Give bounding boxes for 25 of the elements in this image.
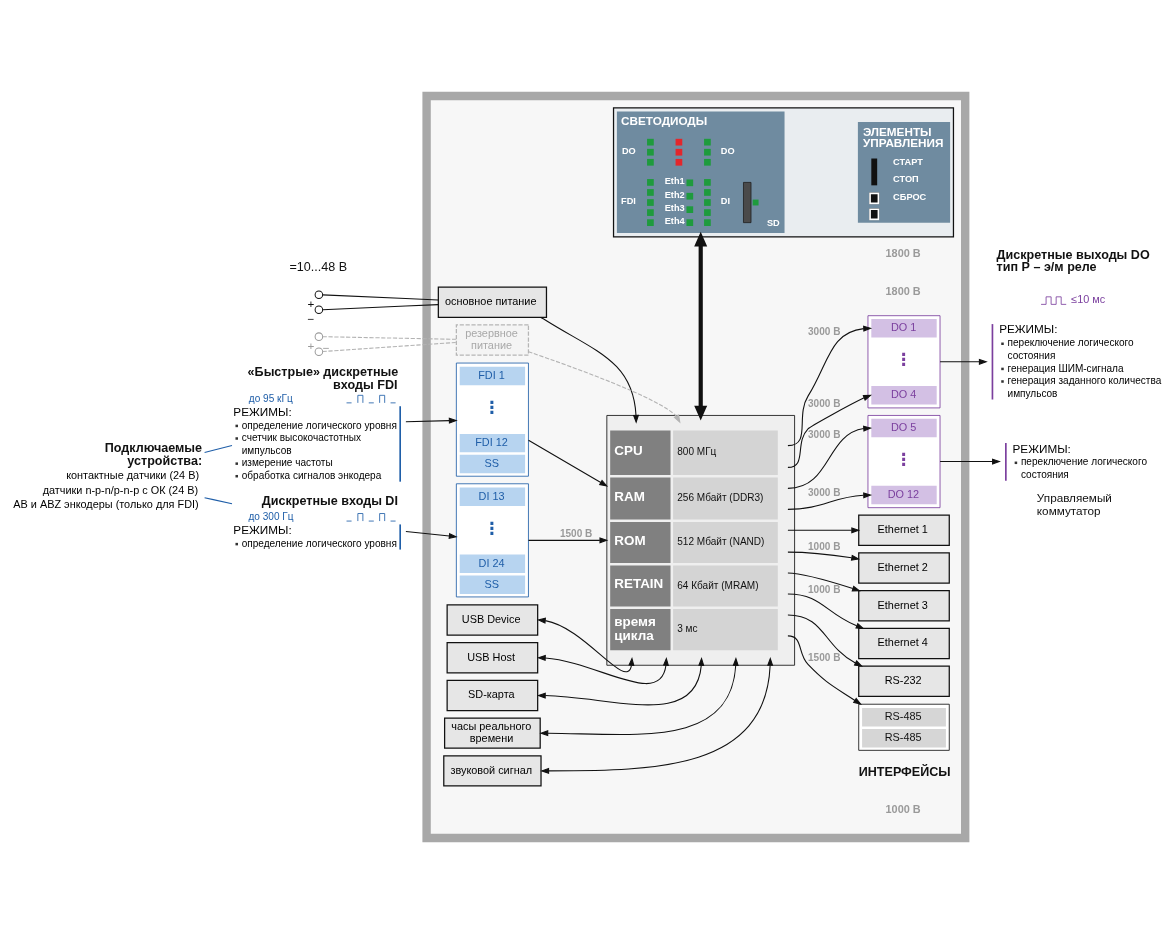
- label: Дискретные выходы DO тип Р – э/м реле: [996, 247, 1150, 275]
- edge-label: 3000 В: [808, 486, 841, 498]
- node-text: Дискретные входы DI до 300 Гц РЕЖИМЫ: определение логического уровня: [233, 494, 398, 549]
- node-text: РЕЖИМЫ: переключение логического состояния: [1012, 441, 1147, 480]
- label: =10...48 В: [289, 259, 348, 274]
- label: 1800 В: [885, 285, 921, 298]
- node-label: −: [322, 341, 330, 355]
- node-label: +: [307, 338, 315, 352]
- edge-label: 3000 В: [808, 428, 841, 440]
- edge-label: 3000 В: [808, 397, 841, 409]
- edge-label: 3000 В: [808, 326, 841, 338]
- label: Управляемый коммутатор: [1036, 490, 1112, 517]
- label: ≤10 мс: [1071, 293, 1106, 306]
- node-label: −: [307, 311, 315, 325]
- edge-label: 1500 В: [808, 651, 841, 663]
- label: 1800 В: [885, 247, 921, 260]
- node-text: «Быстрые» дискретные входы FDI до 95 кГц РЕЖИМЫ: определение логического уровня счетчик высокочастотных импульсов измерение частоты обработка сигналов энкодера: [233, 365, 399, 481]
- label: 1000 В: [885, 803, 921, 816]
- node-text: Подключаемые устройства: контактные датчики (24 В) датчики n-p-n/p-n-p с ОК (24 В) AB и ABZ энкодеры (только для FDI): [13, 441, 203, 510]
- edge-label: 1000 В: [808, 583, 841, 595]
- label: ИНТЕРФЕЙСЫ: [858, 764, 951, 779]
- edge-label: 1000 В: [808, 541, 841, 553]
- edge-label: 1500 В: [559, 527, 593, 539]
- node-text: РЕЖИМЫ: переключение логического состояния генерация ШИМ-сигнала генерация заданного количества импульсов: [999, 322, 1162, 399]
- node-label: +: [307, 296, 315, 310]
